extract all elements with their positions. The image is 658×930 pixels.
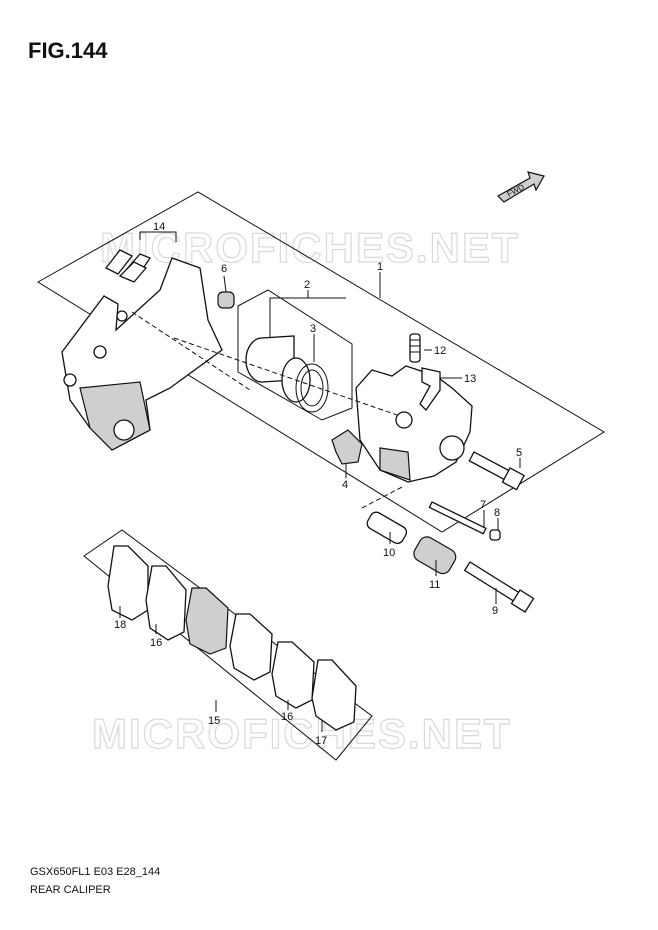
callout-14: 14 [153, 221, 165, 233]
watermark-bottom: MICROFICHES.NET [92, 710, 512, 757]
callout-5: 5 [516, 447, 522, 459]
fwd-arrow-icon: FWD [497, 171, 545, 203]
callout-12: 12 [434, 345, 446, 357]
bleeder-valve [409, 333, 421, 363]
bleeder-cap [419, 367, 441, 412]
callout-7: 7 [480, 499, 486, 511]
callout-9: 9 [492, 605, 498, 617]
bolt-5 [468, 451, 526, 491]
pad-clip-4 [331, 429, 363, 465]
pin-7 [428, 501, 487, 535]
pad-set-outline [83, 529, 373, 761]
footer-model-code: GSX650FL1 E03 E28_144 [30, 866, 161, 878]
callout-4: 4 [342, 479, 348, 491]
bolt-9 [463, 561, 535, 613]
boot-10 [366, 511, 408, 545]
piston-box-outline [237, 289, 353, 421]
callout-6: 6 [221, 263, 227, 275]
pad-17 [311, 659, 357, 731]
callout-10: 10 [383, 547, 395, 559]
callout-11: 11 [429, 579, 440, 591]
callout-1: 1 [377, 261, 383, 273]
pad-shim-18 [107, 545, 149, 621]
figure-title: FIG.144 [28, 38, 108, 63]
caliper-bracket [61, 257, 223, 451]
callout-8: 8 [494, 507, 500, 519]
callout-16-left: 16 [150, 637, 162, 649]
pad-16-left [145, 565, 187, 641]
plug-8 [489, 529, 501, 541]
brake-pads [107, 545, 357, 731]
callout-2: 2 [304, 279, 310, 291]
pad-shim-mid [229, 613, 273, 681]
callout-16-right: 16 [281, 711, 293, 723]
callout-13: 13 [464, 373, 476, 385]
watermark-top: MICROFICHES.NET [100, 224, 520, 271]
boot-part-6 [217, 291, 235, 309]
pad-spring-clips [105, 249, 151, 283]
footer-section-name: REAR CALIPER [30, 884, 111, 896]
main-assembly-outline [37, 191, 605, 533]
pad-set-centre [185, 587, 229, 655]
caliper-body [355, 365, 473, 483]
pad-16-right [271, 641, 315, 709]
callout-17: 17 [315, 735, 327, 747]
callout-3: 3 [310, 323, 316, 335]
piston-and-seal [245, 335, 329, 413]
leader-lines [119, 231, 521, 732]
callout-15: 15 [208, 715, 220, 727]
sleeve-11 [413, 536, 457, 575]
callout-labels: 1 2 3 4 5 6 7 8 9 10 11 12 13 14 15 16 1… [114, 221, 522, 747]
callout-18: 18 [114, 619, 126, 631]
